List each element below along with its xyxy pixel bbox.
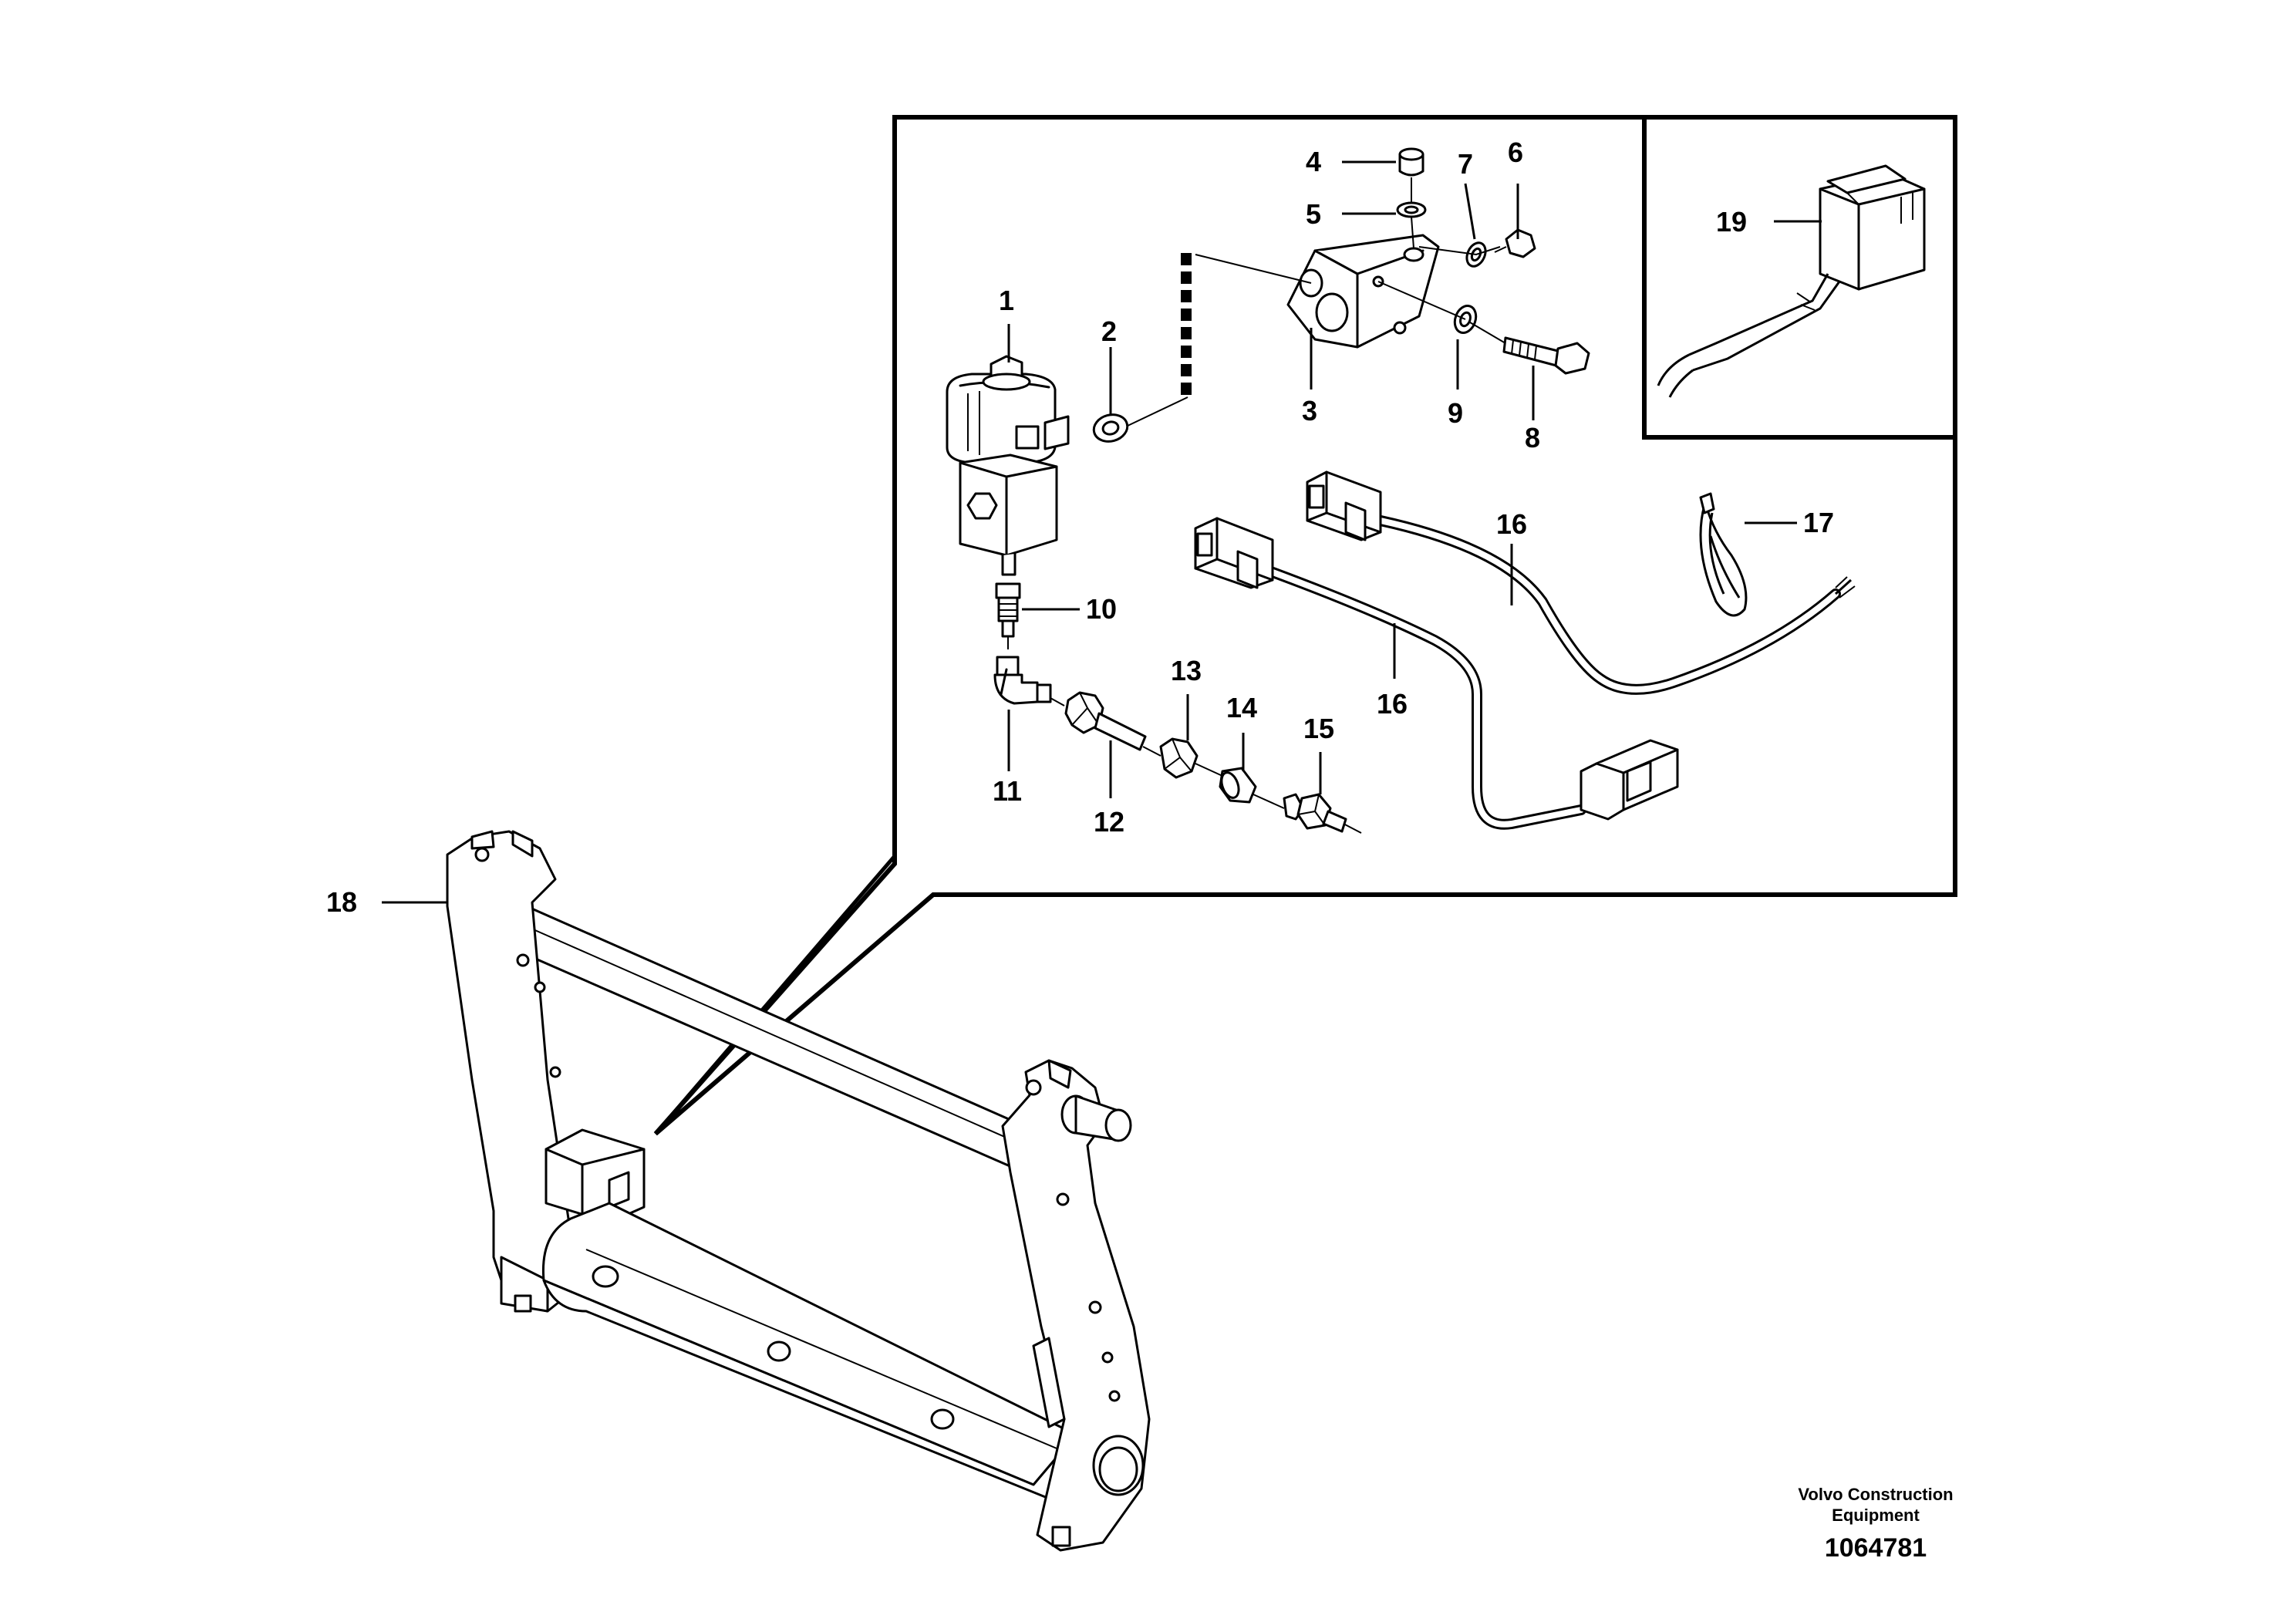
assembly-line-12 [1142, 746, 1161, 757]
plug [1398, 147, 1424, 177]
company-name-line2: Equipment [1832, 1506, 1920, 1525]
label-part-11: 11 [993, 775, 1022, 807]
label-part-14: 14 [1226, 692, 1257, 723]
valve-block [1286, 234, 1440, 349]
label-part-2: 2 [1101, 315, 1117, 347]
tube-nut [1050, 691, 1147, 751]
cable-harness-lower [1194, 517, 1679, 830]
label-part-6: 6 [1508, 137, 1523, 168]
label-part-12: 12 [1094, 806, 1124, 838]
assembly-line-6 [1418, 246, 1501, 256]
document-number: 1064781 [1825, 1533, 1927, 1563]
footer-block: Volvo Construction Equipment 1064781 [1798, 1485, 1953, 1563]
label-part-16a: 16 [1496, 508, 1527, 540]
assembly-line-3 [1195, 254, 1312, 284]
label-part-9: 9 [1448, 397, 1463, 429]
rocker-switch [1657, 164, 1926, 398]
washer-2 [1092, 413, 1129, 443]
bolt [1502, 336, 1590, 375]
assembly-line-3b [1377, 281, 1466, 320]
cable-tie [1699, 492, 1748, 617]
label-part-5: 5 [1306, 198, 1321, 230]
ferrule [1219, 767, 1257, 804]
part-labels: 1 2 3 4 5 6 7 8 9 10 11 12 13 14 15 16 1… [326, 137, 1834, 918]
assembly-line-8 [1469, 322, 1506, 344]
leader-lines [382, 160, 1822, 904]
label-part-18: 18 [326, 886, 357, 918]
company-name-line1: Volvo Construction [1798, 1485, 1953, 1504]
callout-pointer [654, 855, 935, 1135]
pressure-sensor [1283, 793, 1362, 834]
assembly-line-5 [1411, 216, 1414, 249]
label-part-8: 8 [1525, 422, 1540, 454]
label-part-16b: 16 [1377, 688, 1408, 720]
label-part-3: 3 [1302, 395, 1317, 427]
hex-nut [1159, 737, 1199, 779]
label-part-10: 10 [1086, 593, 1117, 625]
elbow-fitting [993, 656, 1052, 705]
solenoid-valve [946, 355, 1070, 576]
label-part-4: 4 [1306, 146, 1321, 177]
label-part-7: 7 [1458, 148, 1473, 180]
cable-harness-upper [1306, 470, 1856, 695]
plug-6 [1494, 228, 1536, 258]
inset-frame-19 [1642, 115, 1957, 440]
label-part-17: 17 [1803, 507, 1834, 538]
assembly-line-14 [1253, 794, 1285, 809]
hatched-connector [1125, 253, 1192, 427]
assembly-line-13 [1195, 763, 1223, 777]
quick-coupler-frame [446, 830, 1151, 1552]
label-part-13: 13 [1171, 655, 1202, 686]
label-part-15: 15 [1303, 713, 1334, 744]
nipple-fitting [995, 582, 1021, 638]
label-part-1: 1 [999, 285, 1014, 316]
washer-5 [1396, 201, 1427, 218]
label-part-19: 19 [1716, 206, 1747, 238]
